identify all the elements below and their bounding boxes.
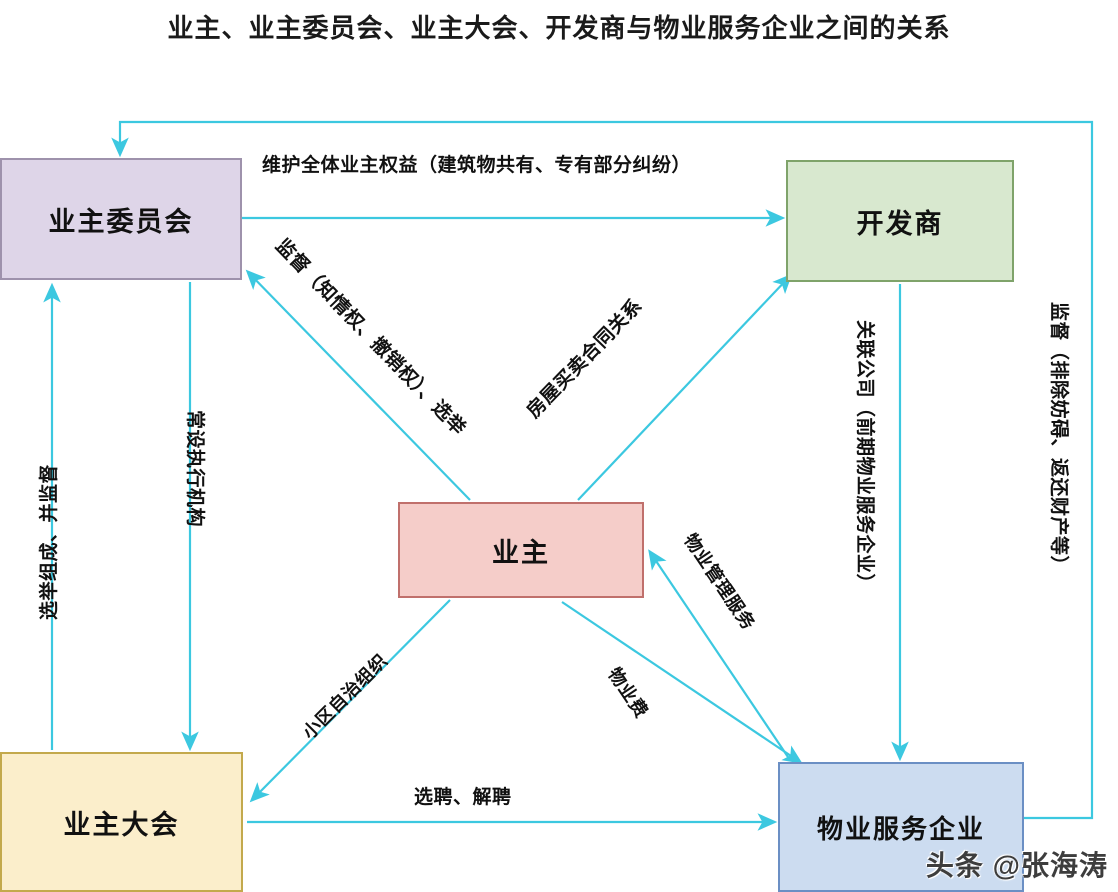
node-owners-committee-label: 业主委员会 (48, 206, 194, 237)
page-title: 业主、业主委员会、业主大会、开发商与物业服务企业之间的关系 (167, 13, 951, 43)
edge-label-owner-developer: 房屋买卖合同关系 (523, 295, 647, 423)
node-owner-label: 业主 (492, 537, 550, 568)
node-owners-committee[interactable]: 业主委员会 (0, 158, 242, 280)
node-owners-assembly-label: 业主大会 (63, 809, 180, 840)
edge-owner-property (561, 601, 803, 764)
edge-label-owner-committee: 监督（知情权、撤销权）、选举 (271, 235, 470, 440)
node-owner[interactable]: 业主 (398, 502, 644, 598)
node-owners-assembly[interactable]: 业主大会 (0, 752, 243, 892)
node-developer[interactable]: 开发商 (786, 160, 1014, 282)
edge-label-owner-property: 物业费 (604, 664, 652, 722)
watermark: 头条 @张海涛 (925, 850, 1108, 881)
edge-label-property-owner: 物业管理服务 (680, 530, 759, 634)
node-property-service-company-label: 物业服务企业 (816, 813, 985, 844)
edge-label-owner-assembly: 小区自治组织 (298, 650, 392, 743)
edge-label-developer-property: 关联公司（前期物业服务企业） (854, 320, 875, 594)
edge-label-assembly-committee: 选举组成、并监督 (39, 463, 60, 620)
edge-label-outer-right-monitor: 监督（排除妨碍、返还财产等） (1048, 302, 1069, 576)
node-property-service-company[interactable]: 物业服务企业 (778, 762, 1024, 892)
edge-label-assembly-property: 选聘、解聘 (414, 787, 512, 808)
edge-label-committee-developer: 维护全体业主权益（建筑物共有、专有部分纠纷） (262, 155, 692, 176)
node-developer-label: 开发商 (856, 208, 944, 239)
edge-label-committee-assembly: 常设执行机构 (184, 410, 205, 528)
